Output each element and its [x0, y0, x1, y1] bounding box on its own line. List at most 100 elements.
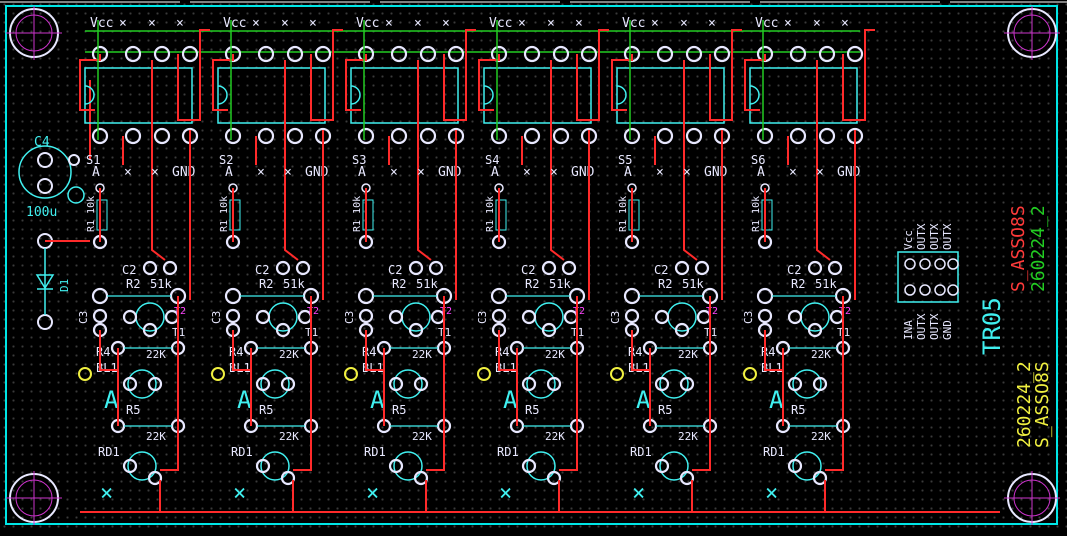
connector-pin-label: A: [92, 165, 100, 180]
dip-notch: [84, 85, 95, 105]
rd-label: RD1: [630, 445, 652, 459]
switch-label: S5: [618, 153, 632, 167]
header-pin-label: ×: [575, 16, 583, 31]
r5-value: 22K: [678, 430, 698, 443]
header-pad: [789, 45, 807, 63]
r4-label: R4: [362, 345, 376, 359]
cross-mark: ×: [100, 481, 113, 506]
dip-outline: [616, 67, 725, 124]
a-mark: A: [237, 386, 252, 414]
led-pad: [812, 470, 828, 486]
r4-value: 22K: [811, 348, 831, 361]
c3-pad: [757, 308, 773, 324]
c3-pad: [225, 308, 241, 324]
ic-pin-label: OUTX: [928, 223, 941, 250]
r5-value: 22K: [811, 430, 831, 443]
c2-label: C2: [787, 263, 801, 277]
led-pad: [546, 470, 562, 486]
r2-label: R2: [392, 277, 406, 291]
led-pad: [147, 470, 163, 486]
led-pad: [654, 458, 670, 474]
switch-label: S4: [485, 153, 499, 167]
t2-label: T2: [174, 306, 186, 317]
bl-label: BL1: [495, 361, 517, 375]
dip-pad: [656, 127, 674, 145]
r2-value: 51k: [150, 277, 172, 291]
header-pad: [713, 45, 731, 63]
header-pin-label: ×: [385, 16, 393, 31]
ic-pin-label: OUTX: [915, 223, 928, 250]
rd-label: RD1: [364, 445, 386, 459]
led-pad: [812, 376, 828, 392]
a-mark: A: [636, 386, 651, 414]
r2-value: 51k: [682, 277, 704, 291]
connector-pin-label: ×: [151, 165, 159, 180]
connector-pin-label: ×: [124, 165, 132, 180]
connector-pin-label: ×: [417, 165, 425, 180]
dip-outline: [749, 67, 858, 124]
ic-pin-label: OUTX: [915, 313, 928, 340]
dip-pad: [390, 127, 408, 145]
test-point: [78, 367, 92, 381]
header-pad: [124, 45, 142, 63]
rev-text-yellow-2: S_ASSO8S: [1032, 361, 1053, 448]
c2-pad: [408, 260, 424, 276]
cross-mark: ×: [366, 481, 379, 506]
r4-label: R4: [628, 345, 642, 359]
cross-mark: ×: [765, 481, 778, 506]
c2-label: C2: [388, 263, 402, 277]
r1-label: R1 10k: [86, 196, 97, 232]
transistor-outline: [268, 302, 298, 332]
header-pin-label: Vcc: [755, 16, 778, 31]
c3-label: C3: [609, 311, 622, 324]
r4-label: R4: [495, 345, 509, 359]
header-pin-label: ×: [148, 16, 156, 31]
r4-value: 22K: [412, 348, 432, 361]
c2-pad: [807, 260, 823, 276]
header-pad: [447, 45, 465, 63]
ic-pin-label: OUTX: [928, 313, 941, 340]
led-outline: [393, 451, 423, 481]
a-mark: A: [104, 386, 119, 414]
dip-outline: [217, 67, 326, 124]
connector-pin-label: A: [225, 165, 233, 180]
dip-outline: [483, 67, 592, 124]
r5-value: 22K: [279, 430, 299, 443]
rd-label: RD1: [231, 445, 253, 459]
t2-label: T2: [839, 306, 851, 317]
transistor-pad: [388, 309, 404, 325]
c2-label: C2: [654, 263, 668, 277]
r1-label: R1 10k: [219, 196, 230, 232]
r5-label: R5: [525, 403, 539, 417]
c3-pad: [624, 308, 640, 324]
led-pad: [679, 376, 695, 392]
r5-value: 22K: [412, 430, 432, 443]
transistor-outline: [667, 302, 697, 332]
dip-notch: [350, 85, 361, 105]
led-outline: [659, 369, 689, 399]
r2-label: R2: [525, 277, 539, 291]
led-pad: [147, 376, 163, 392]
test-point: [743, 367, 757, 381]
header-pad: [181, 45, 199, 63]
connector-pin-label: ×: [789, 165, 797, 180]
led-pad: [413, 470, 429, 486]
r1-label: R1 10k: [352, 196, 363, 232]
header-pin-label: Vcc: [489, 16, 512, 31]
led-pad: [521, 458, 537, 474]
led-outline: [792, 451, 822, 481]
ic-pin-label: GND: [941, 320, 954, 340]
led-pad: [521, 376, 537, 392]
dip-pad: [623, 127, 641, 145]
dip-pad: [357, 127, 375, 145]
header-pad: [685, 45, 703, 63]
rd-label: RD1: [98, 445, 120, 459]
test-point: [344, 367, 358, 381]
led-pad: [122, 376, 138, 392]
header-pin-label: Vcc: [90, 16, 113, 31]
transistor-pad: [787, 309, 803, 325]
